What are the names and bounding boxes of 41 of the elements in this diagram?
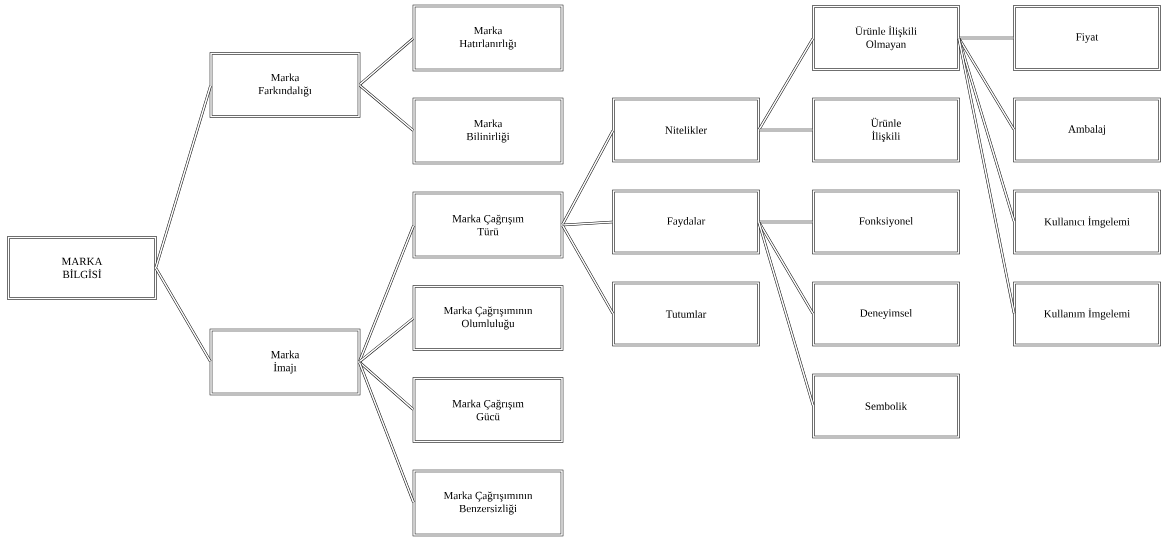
concept-box: MARKA BİLGİSİ bbox=[7, 236, 157, 300]
concept-box: Deneyimsel bbox=[812, 281, 960, 347]
concept-box: Ambalaj bbox=[1013, 97, 1161, 163]
concept-box: Kullanıcı İmgelemi bbox=[1013, 189, 1161, 255]
connector-line bbox=[758, 128, 814, 132]
concept-box: Faydalar bbox=[612, 189, 760, 255]
connector-line bbox=[758, 220, 814, 224]
connector-line bbox=[358, 361, 415, 504]
concept-box: Tutumlar bbox=[612, 281, 760, 347]
connector-line bbox=[358, 224, 415, 363]
concept-box: Marka Bilinirliği bbox=[412, 97, 564, 165]
concept-box: Fonksiyonel bbox=[812, 189, 960, 255]
concept-box: Marka Çağrışımının Olumluluğu bbox=[412, 285, 564, 351]
connector-line bbox=[359, 37, 414, 86]
concept-box: Ürünle İlişkili Olmayan bbox=[812, 5, 960, 71]
concept-box: Marka İmajı bbox=[209, 328, 361, 396]
connector-line bbox=[561, 224, 614, 315]
connector-line bbox=[562, 220, 614, 227]
connector-line bbox=[757, 221, 815, 407]
concept-box: Kullanım İmgelemi bbox=[1013, 281, 1161, 347]
connector-line bbox=[359, 317, 414, 363]
connector-line bbox=[758, 221, 814, 315]
connector-line bbox=[155, 267, 212, 363]
concept-box: Marka Çağrışım Gücü bbox=[412, 377, 564, 443]
connector-line bbox=[561, 129, 615, 226]
concept-box: Ürünle İlişkili bbox=[812, 97, 960, 163]
connector-line bbox=[154, 84, 212, 269]
connector-line bbox=[958, 37, 1015, 131]
connector-line bbox=[758, 37, 814, 131]
concept-box: Nitelikler bbox=[612, 97, 760, 163]
connector-line bbox=[957, 38, 1016, 314]
concept-box: Sembolik bbox=[812, 373, 960, 439]
concept-box: Marka Farkındalığı bbox=[209, 52, 361, 118]
connector-line bbox=[958, 36, 1015, 40]
connector-line bbox=[957, 37, 1016, 222]
concept-box: Marka Çağrışımının Benzersizliği bbox=[412, 469, 564, 537]
connector-line bbox=[359, 361, 415, 411]
concept-box: Marka Çağrışım Türü bbox=[412, 191, 564, 259]
connector-line bbox=[359, 84, 414, 132]
concept-box: Marka Hatırlanırlığı bbox=[412, 4, 564, 72]
concept-box: Fiyat bbox=[1013, 5, 1161, 71]
